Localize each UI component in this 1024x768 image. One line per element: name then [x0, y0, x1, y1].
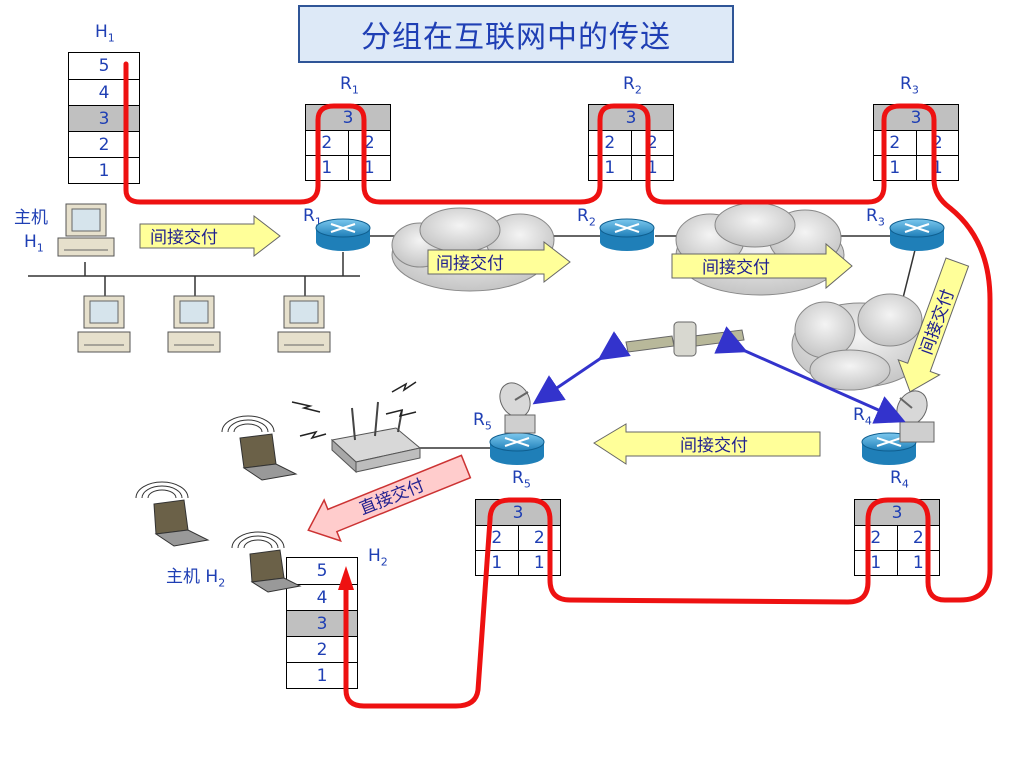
host1-layer-4: 4 [69, 79, 139, 105]
host1-computer-icon [57, 203, 115, 257]
lan-bus [28, 252, 360, 296]
router2-device-label: R2 [577, 206, 596, 229]
router2-layer-1-left: 1 [589, 156, 632, 180]
router3-layer-1-left: 1 [874, 156, 917, 180]
router5-stack-label: R5 [512, 468, 531, 491]
router2-stack-label: R2 [623, 74, 642, 97]
router3-layer-1-right: 1 [931, 158, 943, 178]
indirect-delivery-arrow-4 [897, 257, 970, 393]
svg-text:间接交付: 间接交付 [680, 436, 748, 456]
router1-layer-2-left: 2 [306, 131, 349, 155]
satellite-links [532, 326, 906, 424]
indirect-delivery-arrow-5: 间接交付 [593, 423, 821, 465]
router5-layer-2-right: 2 [533, 528, 545, 548]
router3-stack-label: R3 [900, 74, 919, 97]
host1-caption: 主机 H1 [14, 206, 48, 260]
router1-device-label: R1 [303, 206, 322, 229]
host1-caption-line1: 主机 [14, 208, 48, 228]
router5-layer-1-left: 1 [476, 551, 519, 575]
router4-layer-2-left: 2 [855, 526, 898, 550]
host2-layer-5: 5 [316, 561, 328, 581]
router2-icon [599, 218, 655, 251]
router2-layer-3: 3 [589, 105, 673, 131]
satellite-icon [625, 321, 745, 357]
router1-icon [315, 218, 371, 251]
page-title: 分组在互联网中的传送 [298, 5, 734, 63]
host2-layer-4: 4 [287, 584, 357, 610]
router2-layer-2-right: 2 [646, 133, 658, 153]
satellite-dish-r5-icon [499, 382, 536, 434]
router5-icon [489, 432, 545, 465]
svg-text:间接交付: 间接交付 [150, 228, 218, 248]
svg-text:间接交付: 间接交付 [436, 254, 504, 274]
router4-layer-1-right: 1 [912, 553, 924, 573]
packet-path-arrowhead [338, 566, 354, 590]
host1-layer-2: 2 [69, 131, 139, 157]
router1-layer-1-left: 1 [306, 156, 349, 180]
laptop-icon-2 [135, 481, 210, 547]
lan-computer-icon-3 [277, 295, 331, 353]
router3-layer-2-right: 2 [931, 133, 943, 153]
host1-layer-5: 5 [98, 56, 110, 76]
router3-device-label: R3 [866, 206, 885, 229]
lan-computer-icon-1 [77, 295, 131, 353]
wireless-access-point-icon [291, 381, 422, 474]
router3-icon [889, 218, 945, 251]
host2-caption: 主机 H2 [166, 567, 226, 590]
router5-device-label: R5 [473, 410, 492, 433]
router2-layer-1-right: 1 [646, 158, 658, 178]
indirect-delivery-arrow-3: 间接交付 [671, 242, 853, 290]
indirect-delivery-arrow-1: 间接交付 [139, 214, 281, 258]
indirect-delivery-arrow-2: 间接交付 [427, 240, 571, 284]
packet-path [123, 61, 993, 709]
laptop-icon-1 [221, 415, 298, 481]
router3-layer-2-left: 2 [874, 131, 917, 155]
router4-layer-2-right: 2 [912, 528, 924, 548]
svg-text:直接交付: 直接交付 [357, 475, 428, 519]
host1-layer-1: 1 [69, 157, 139, 183]
router1-stack-label: R1 [340, 74, 359, 97]
host1-stack-label: H1 [95, 22, 115, 45]
router5-layer-1-right: 1 [533, 553, 545, 573]
router2-layer-2-left: 2 [589, 131, 632, 155]
host2-layer-1: 1 [287, 662, 357, 688]
host2-stack-label: H2 [368, 546, 388, 569]
host2-laptop-icon [231, 531, 302, 593]
lan-computer-icon-2 [167, 295, 221, 353]
router4-stack-label: R4 [890, 468, 909, 491]
host1-caption-line2: H1 [24, 232, 44, 255]
router1-layer-2-right: 2 [363, 133, 375, 153]
svg-text:间接交付: 间接交付 [702, 258, 770, 278]
host2-layer-2: 2 [287, 636, 357, 662]
router4-layer-1-left: 1 [855, 551, 898, 575]
router1-layer-1-right: 1 [363, 158, 375, 178]
cloud-2 [675, 202, 845, 296]
router5-layer-2-left: 2 [476, 526, 519, 550]
